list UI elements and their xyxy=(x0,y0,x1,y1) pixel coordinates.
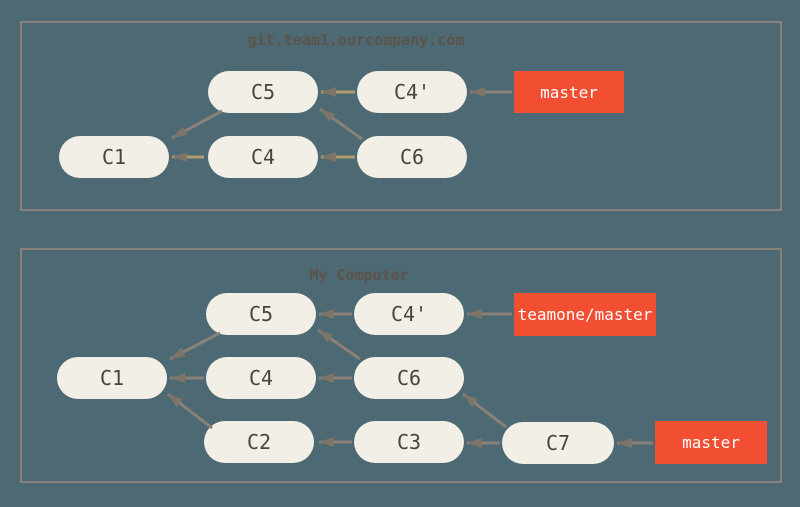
commit-node-c7-local: C7 xyxy=(502,422,614,464)
branch-ref-master-server: master xyxy=(514,71,624,113)
commit-node-c6-server: C6 xyxy=(357,136,467,178)
commit-node-c3-local: C3 xyxy=(354,421,464,463)
commit-node-c4-server: C4 xyxy=(208,136,318,178)
panel-server-title: git.team1.ourcompany.com xyxy=(247,31,465,49)
commit-node-c1-local: C1 xyxy=(57,357,167,399)
commit-node-c4-prime-server: C4' xyxy=(357,71,467,113)
branch-ref-teamone-master-local: teamone/master xyxy=(514,293,656,336)
commit-node-c6-local: C6 xyxy=(354,357,464,399)
commit-node-c5-local: C5 xyxy=(206,293,316,335)
commit-node-c4-prime-local: C4' xyxy=(354,293,464,335)
panel-computer-title: My Computer xyxy=(309,266,409,284)
branch-ref-master-local: master xyxy=(655,421,767,464)
panel-server xyxy=(20,21,782,211)
commit-node-c2-local: C2 xyxy=(204,421,314,463)
commit-node-c5-server: C5 xyxy=(208,71,318,113)
commit-node-c4-local: C4 xyxy=(206,357,316,399)
commit-node-c1-server: C1 xyxy=(59,136,169,178)
panel-computer xyxy=(20,248,782,483)
